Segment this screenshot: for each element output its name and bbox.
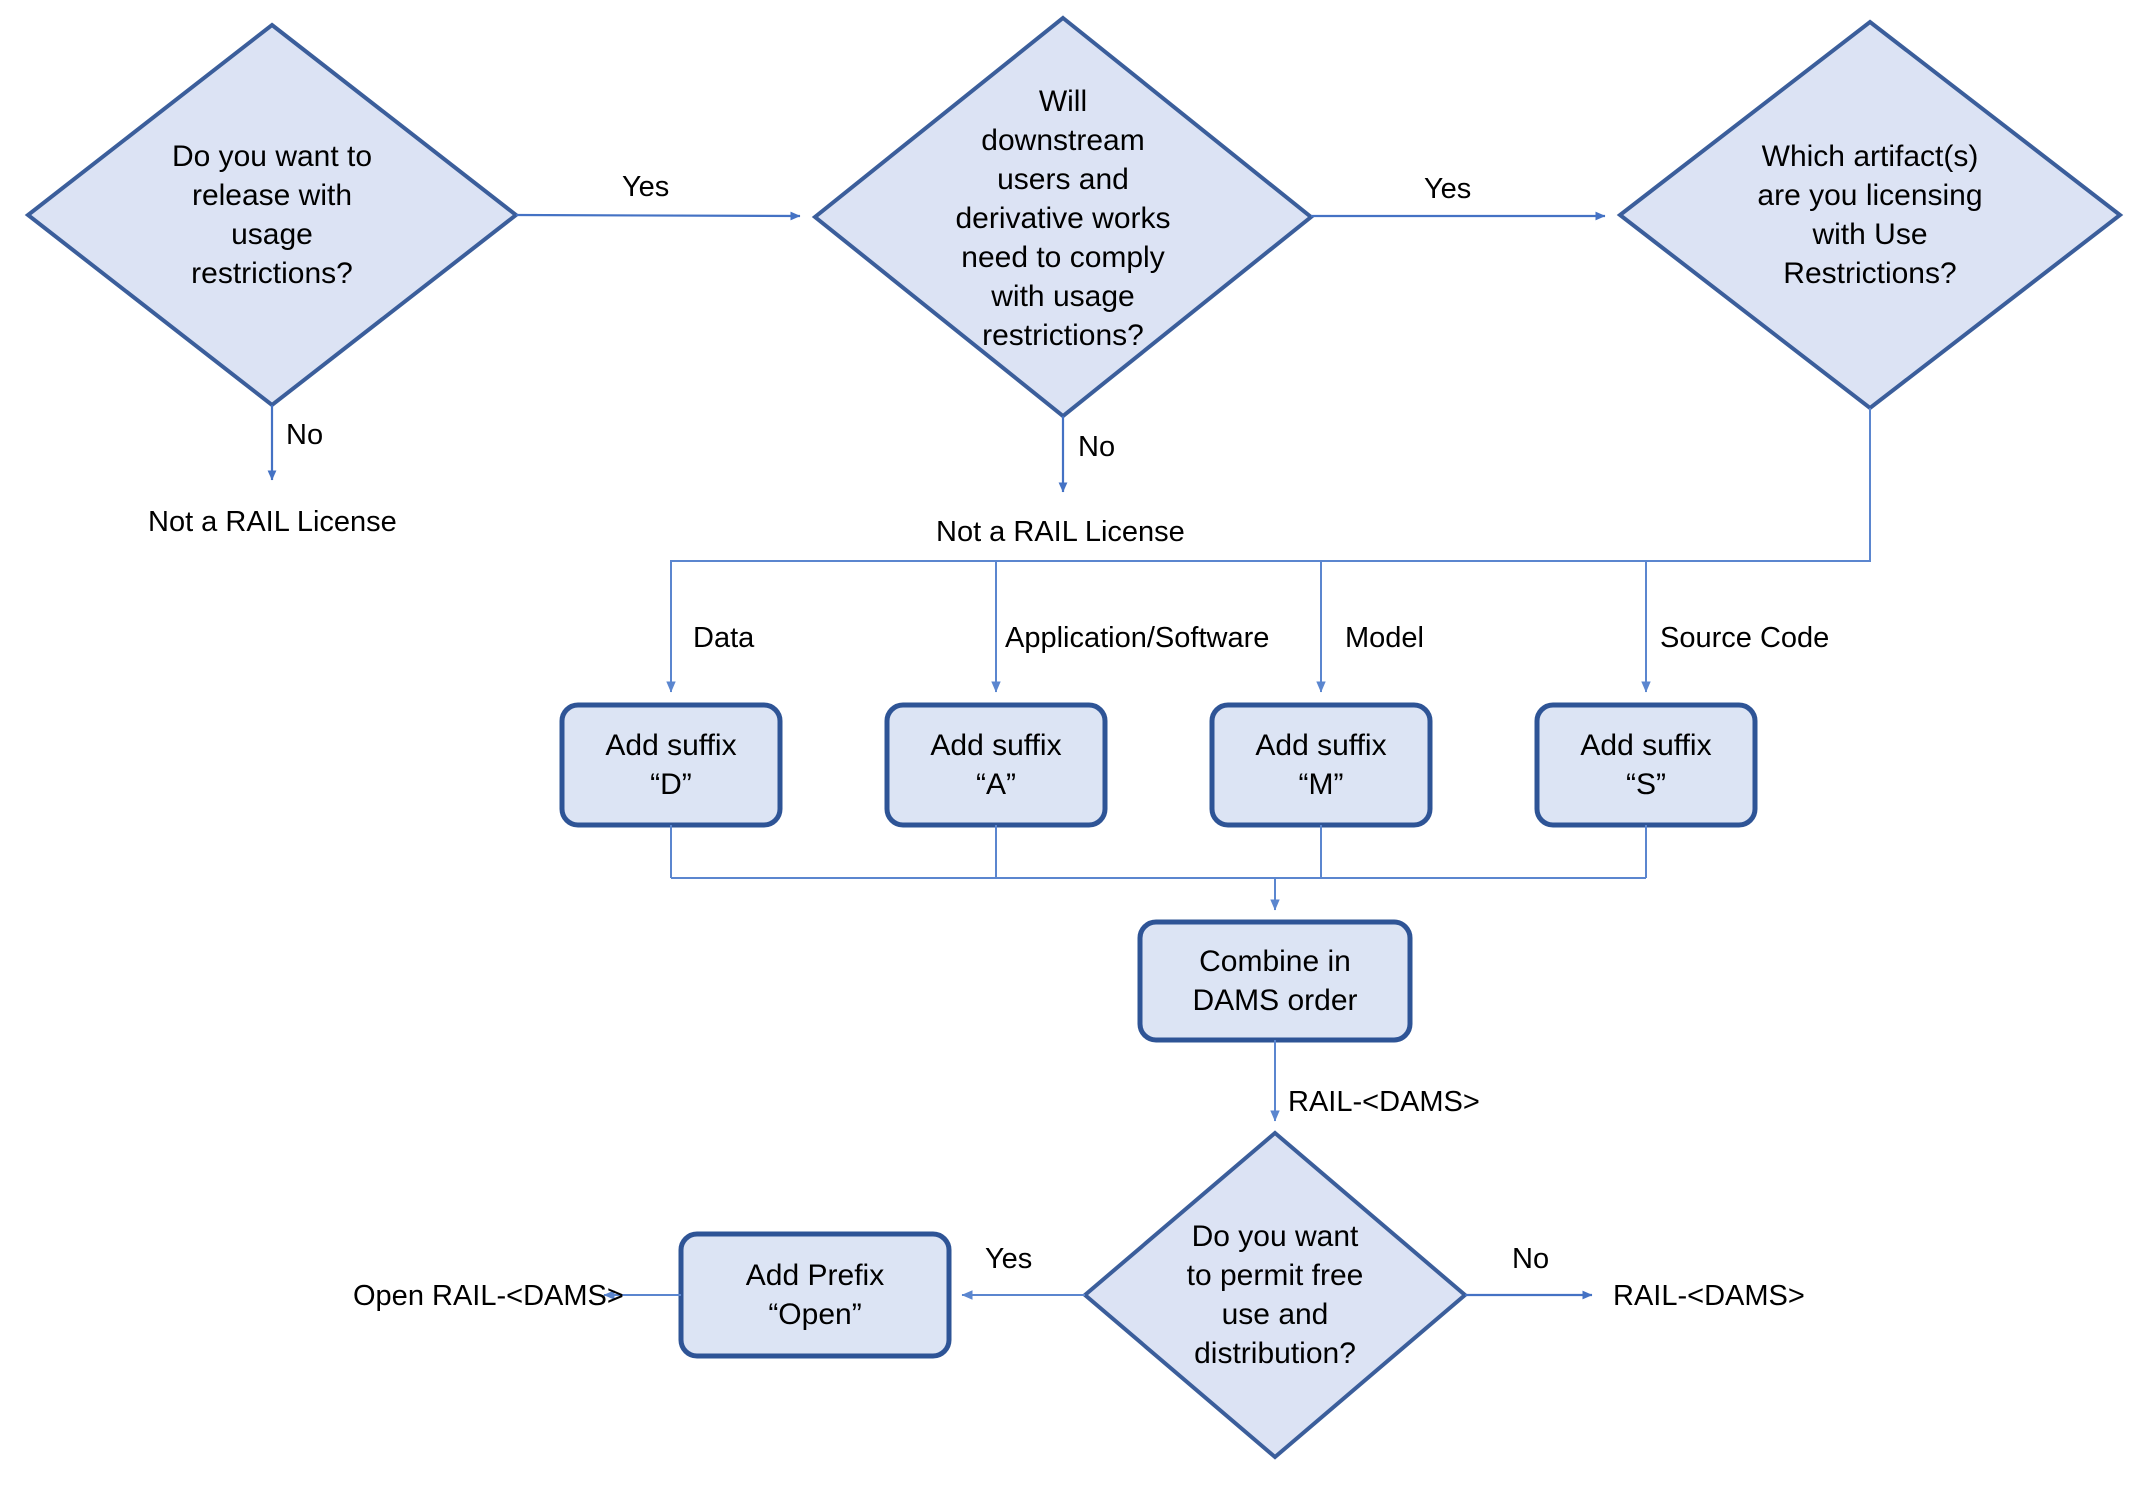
edge-label-branch-source-code: Source Code — [1660, 622, 1830, 654]
decision-shape-q4 — [1081, 1130, 1469, 1460]
process-shape-suffix-m — [1209, 702, 1433, 828]
process-shape-combine — [1137, 919, 1413, 1043]
decision-shape-q1 — [24, 22, 520, 408]
terminal-rail-dams: RAIL-<DAMS> — [1613, 1280, 1805, 1312]
edge-label-q1-no: No — [286, 419, 324, 451]
process-shape-suffix-s — [1534, 702, 1758, 828]
edge-label-q2-no: No — [1078, 431, 1116, 463]
edge-label-branch-application: Application/Software — [1005, 622, 1270, 654]
edge-label-q4-yes: Yes — [985, 1243, 1033, 1275]
connector-q3-to-branch-bus — [670, 408, 1871, 562]
connector-q1-to-q2 — [515, 211, 801, 221]
terminal-open-rail-dams: Open RAIL-<DAMS> — [353, 1280, 624, 1312]
decision-shape-q2 — [811, 15, 1315, 419]
edge-label-q4-no: No — [1512, 1243, 1550, 1275]
edge-label-branch-model: Model — [1345, 622, 1424, 654]
process-shape-add-prefix-open — [678, 1231, 952, 1359]
terminal-not-a-rail-license-1: Not a RAIL License — [148, 506, 397, 538]
edge-label-branch-data: Data — [693, 622, 755, 654]
edge-label-q1-yes: Yes — [622, 171, 670, 203]
edge-label-combine-out: RAIL-<DAMS> — [1288, 1086, 1480, 1118]
process-shape-suffix-d — [559, 702, 783, 828]
terminal-not-a-rail-license-2: Not a RAIL License — [936, 516, 1185, 548]
decision-shape-q3 — [1616, 19, 2124, 411]
process-shape-suffix-a — [884, 702, 1108, 828]
edge-label-q2-yes: Yes — [1424, 173, 1472, 205]
